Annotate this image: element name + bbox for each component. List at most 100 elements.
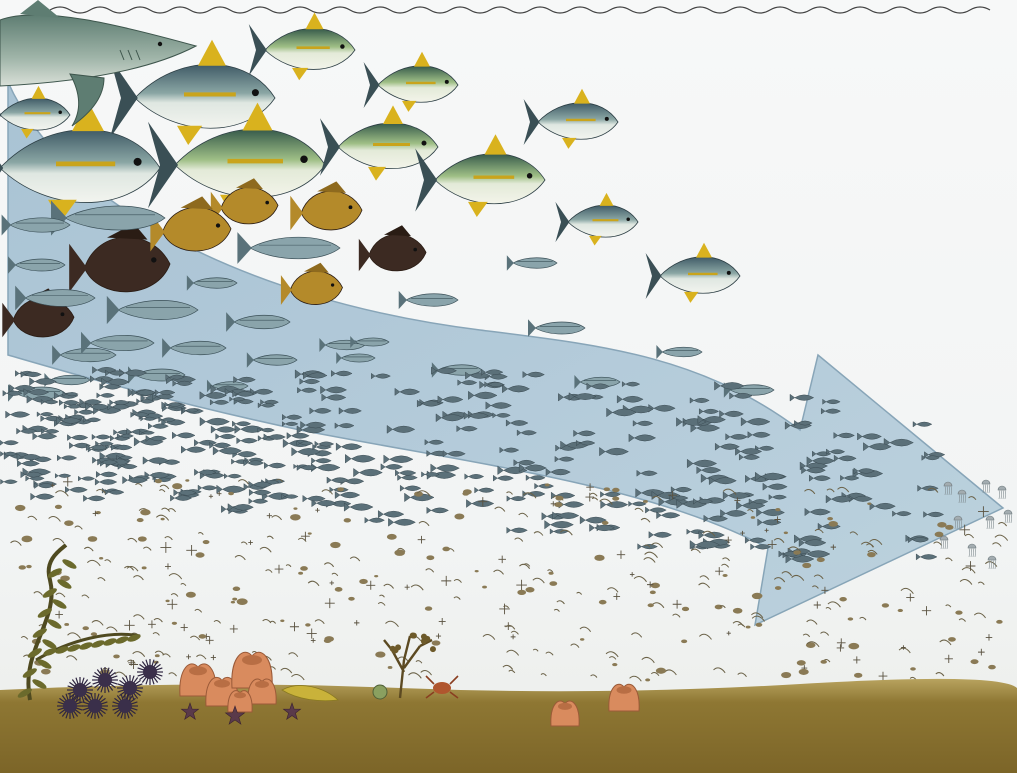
plankton-icon bbox=[83, 626, 89, 630]
sponge-icon bbox=[248, 679, 276, 704]
plankton-icon bbox=[172, 622, 177, 625]
plankton-icon bbox=[648, 603, 654, 607]
plankton-icon bbox=[337, 487, 344, 491]
sponge-icon bbox=[609, 684, 639, 711]
plankton-icon bbox=[290, 514, 301, 520]
plankton-icon bbox=[733, 608, 743, 614]
plankton-icon bbox=[394, 550, 405, 556]
seafloor bbox=[0, 679, 1017, 773]
sea-snail-icon bbox=[373, 685, 387, 699]
plankton-icon bbox=[293, 507, 297, 509]
plankton-icon bbox=[612, 497, 619, 501]
plankton-icon bbox=[945, 525, 953, 530]
plankton-icon bbox=[237, 598, 248, 605]
plankton-icon bbox=[99, 557, 103, 560]
plankton-icon bbox=[21, 536, 32, 543]
plankton-icon bbox=[155, 479, 162, 483]
plankton-icon bbox=[305, 623, 310, 626]
plankton-icon bbox=[996, 620, 1002, 624]
sponge-icon bbox=[228, 691, 252, 712]
plankton-icon bbox=[432, 640, 441, 645]
plankton-icon bbox=[88, 536, 98, 542]
plankton-icon bbox=[185, 479, 189, 481]
plankton-icon bbox=[756, 623, 763, 627]
plankton-icon bbox=[643, 500, 648, 503]
plankton-icon bbox=[138, 536, 147, 541]
plankton-icon bbox=[280, 620, 284, 623]
plankton-icon bbox=[827, 517, 833, 520]
plankton-icon bbox=[970, 659, 978, 664]
plankton-icon bbox=[375, 652, 385, 658]
plankton-icon bbox=[330, 542, 340, 548]
plankton-icon bbox=[482, 586, 487, 589]
plankton-icon bbox=[195, 552, 204, 557]
plankton-icon bbox=[645, 678, 650, 681]
plankton-icon bbox=[199, 634, 207, 639]
plankton-icon bbox=[231, 601, 235, 604]
plankton-icon bbox=[298, 572, 303, 575]
plankton-icon bbox=[612, 488, 619, 492]
plankton-icon bbox=[55, 505, 62, 509]
plankton-icon bbox=[937, 522, 946, 528]
plankton-icon bbox=[161, 518, 165, 521]
plankton-icon bbox=[549, 581, 557, 586]
plankton-icon bbox=[425, 606, 432, 610]
plankton-icon bbox=[594, 555, 604, 561]
plankton-icon bbox=[545, 483, 550, 486]
plankton-icon bbox=[882, 603, 889, 607]
plankton-icon bbox=[26, 565, 32, 568]
plankton-icon bbox=[802, 563, 811, 568]
plankton-icon bbox=[19, 565, 26, 569]
plankton-icon bbox=[554, 502, 562, 507]
plankton-icon bbox=[348, 597, 355, 601]
plankton-icon bbox=[426, 555, 434, 560]
plankton-icon bbox=[817, 557, 825, 562]
plankton-icon bbox=[820, 660, 826, 664]
plankton-icon bbox=[233, 587, 241, 592]
plankton-icon bbox=[751, 516, 755, 519]
plankton-icon bbox=[867, 552, 876, 557]
plankton-icon bbox=[140, 509, 150, 515]
plankton-icon bbox=[335, 587, 343, 592]
plankton-icon bbox=[955, 610, 962, 614]
plankton-icon bbox=[599, 600, 607, 605]
plankton-icon bbox=[784, 532, 788, 535]
plankton-icon bbox=[517, 590, 526, 595]
plankton-icon bbox=[848, 643, 859, 649]
plankton-icon bbox=[682, 607, 689, 611]
plankton-icon bbox=[797, 660, 806, 665]
plankton-icon bbox=[475, 570, 479, 572]
plankton-icon bbox=[775, 508, 780, 511]
plankton-icon bbox=[186, 592, 196, 598]
plankton-icon bbox=[172, 483, 182, 489]
plankton-icon bbox=[988, 665, 996, 670]
plankton-icon bbox=[374, 575, 378, 577]
plankton-icon bbox=[113, 654, 120, 658]
plankton-icon bbox=[142, 566, 147, 569]
plankton-icon bbox=[137, 518, 144, 522]
plankton-icon bbox=[604, 487, 610, 491]
plankton-icon bbox=[203, 540, 210, 544]
plankton-icon bbox=[64, 520, 73, 526]
plankton-icon bbox=[388, 666, 393, 669]
plankton-icon bbox=[781, 672, 791, 678]
plankton-icon bbox=[910, 667, 916, 670]
plankton-icon bbox=[656, 668, 666, 674]
plankton-icon bbox=[232, 598, 237, 601]
plankton-icon bbox=[300, 566, 308, 571]
plankton-icon bbox=[41, 669, 51, 675]
plankton-icon bbox=[359, 579, 368, 584]
plankton-icon bbox=[839, 597, 846, 601]
plankton-icon bbox=[155, 654, 160, 657]
plankton-icon bbox=[525, 587, 534, 592]
plankton-icon bbox=[228, 492, 234, 495]
plankton-icon bbox=[454, 514, 464, 520]
plankton-icon bbox=[775, 586, 781, 590]
plankton-icon bbox=[650, 591, 656, 595]
plankton-icon bbox=[848, 617, 854, 620]
plankton-icon bbox=[651, 583, 660, 589]
plankton-icon bbox=[555, 496, 563, 501]
plankton-icon bbox=[746, 626, 751, 629]
plankton-icon bbox=[799, 669, 809, 675]
